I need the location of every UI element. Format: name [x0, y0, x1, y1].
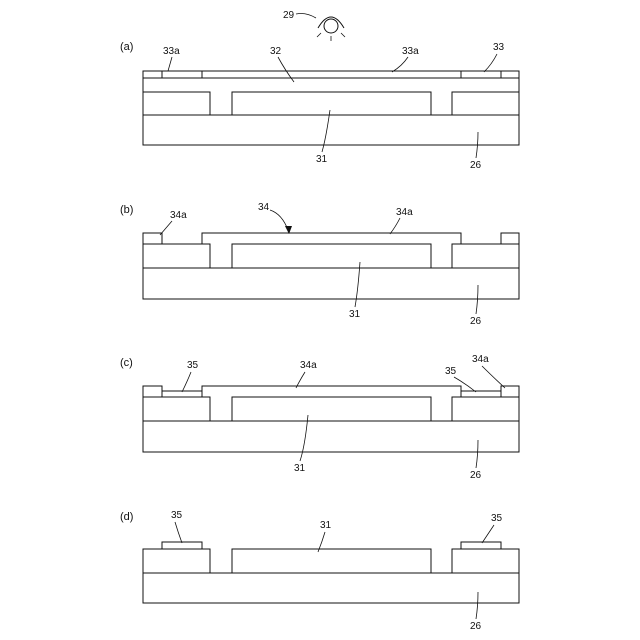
film-34a-left — [143, 233, 162, 244]
label-31-b: 31 — [349, 309, 361, 320]
label-35-left-d: 35 — [171, 510, 183, 521]
pattern-31-left — [143, 92, 210, 115]
label-33a-center: 33a — [402, 46, 419, 57]
light-source-icon — [317, 17, 345, 41]
label-29: 29 — [283, 10, 295, 21]
mask-33 — [143, 71, 519, 78]
pattern-31-left-d — [143, 549, 210, 573]
panel-d: (d) 35 31 35 26 — [120, 510, 519, 632]
substrate-26-b — [143, 268, 519, 299]
label-31-c: 31 — [294, 463, 306, 474]
label-26-c: 26 — [470, 470, 482, 481]
label-34a-right-c: 34a — [472, 354, 489, 365]
pattern-31-left-c — [143, 397, 210, 421]
label-34a-center: 34a — [396, 207, 413, 218]
label-33: 33 — [493, 42, 505, 53]
label-26-b: 26 — [470, 316, 482, 327]
label-35-right-d: 35 — [491, 513, 503, 524]
layer-35-right-d — [461, 542, 501, 549]
pattern-31-right-b — [452, 244, 519, 268]
label-26: 26 — [470, 160, 482, 171]
film-34a-right — [501, 233, 519, 244]
layer-35-right — [461, 391, 501, 397]
label-33a-left: 33a — [163, 46, 180, 57]
substrate-26 — [143, 115, 519, 145]
panel-d-label: (d) — [120, 511, 133, 523]
label-35-left: 35 — [187, 360, 199, 371]
panel-a-label: (a) — [120, 41, 133, 53]
layer-35-left-d — [162, 542, 202, 549]
label-35-right: 35 — [445, 366, 457, 377]
pattern-31-right-d — [452, 549, 519, 573]
pattern-31-center-c — [232, 397, 431, 421]
pattern-31-right-c — [452, 397, 519, 421]
substrate-26-d — [143, 573, 519, 603]
label-34a-center-c: 34a — [300, 360, 317, 371]
label-34a-left: 34a — [170, 210, 187, 221]
film-34a-left-c — [143, 386, 162, 397]
label-32: 32 — [270, 46, 282, 57]
mask-opening-right — [461, 71, 501, 78]
pattern-31-left-b — [143, 244, 210, 268]
panel-a: (a) 29 33a 32 33a 33 31 26 — [120, 10, 519, 171]
film-34a-c — [202, 386, 461, 421]
film-34 — [202, 233, 461, 268]
label-31-d: 31 — [320, 520, 332, 531]
pattern-31-center — [232, 92, 431, 115]
mask-opening-left — [162, 71, 202, 78]
panel-c-label: (c) — [120, 357, 133, 369]
film-32 — [143, 78, 519, 115]
pattern-31-center-d — [232, 549, 431, 573]
pattern-31-right — [452, 92, 519, 115]
film-34a-right-c — [501, 386, 519, 397]
pattern-31-center-b — [232, 244, 431, 268]
substrate-26-c — [143, 421, 519, 452]
label-26-d: 26 — [470, 621, 482, 632]
label-31: 31 — [316, 154, 328, 165]
label-34: 34 — [258, 202, 270, 213]
panel-b: (b) 34a 34 34a 31 26 — [120, 202, 519, 327]
panel-c: (c) 35 34a 35 34a 31 26 — [120, 354, 519, 481]
panel-b-label: (b) — [120, 204, 133, 216]
